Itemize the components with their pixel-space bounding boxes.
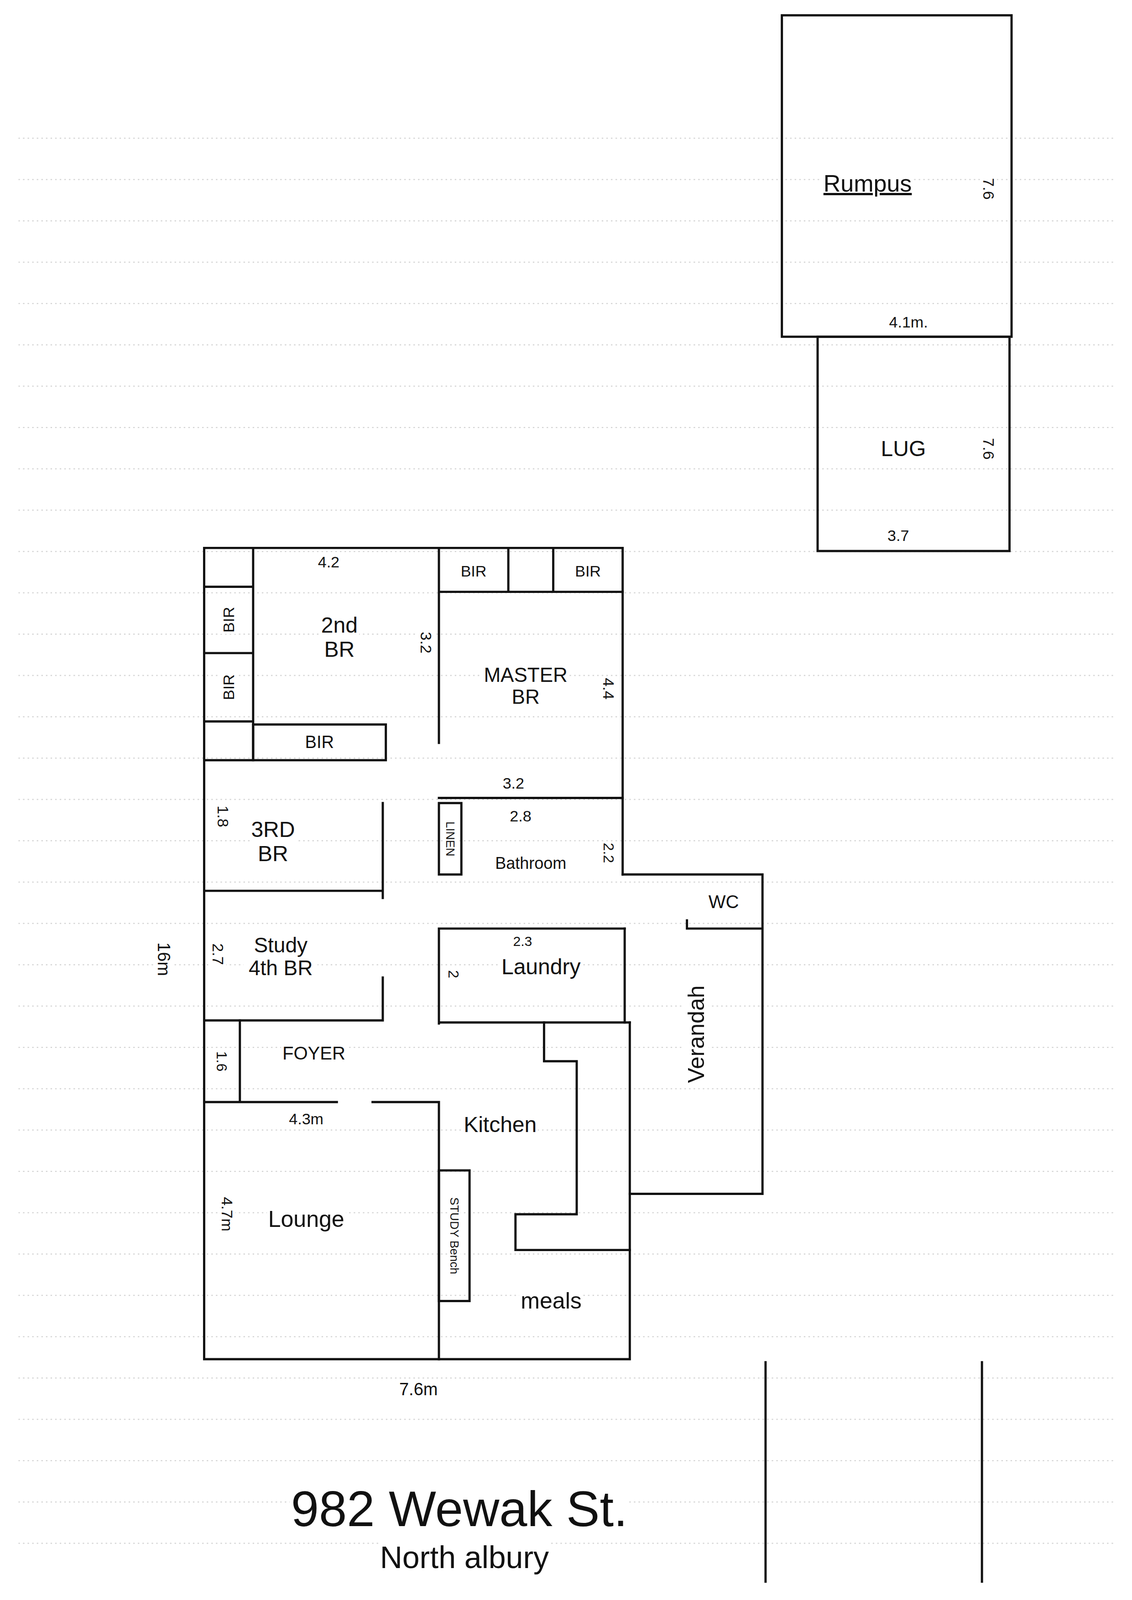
bench-label: STUDY Bench [438,1170,470,1302]
dimension: 2.7 [208,942,226,967]
dimension: 16m [153,941,173,978]
robe-label: BIR [553,551,623,592]
room-name: Laundry [500,955,582,980]
address: North albury [378,1540,551,1575]
room-label: Lounge [224,1163,388,1276]
linen-label: LINEN [438,803,462,876]
robe-label: BIR [203,653,253,722]
room-label: Study 4th BR [236,898,325,1016]
room-name: BIR [219,605,237,635]
robe-label: BIR [438,551,509,592]
room-name: 3RD BR [249,818,297,867]
laundry-wall [438,928,630,1024]
robe-label: BIR [253,724,387,761]
room-label: 2nd BR [270,592,409,684]
address: 982 Wewak St. [289,1481,630,1537]
bedroom-wall [203,803,383,1022]
dimension: 7.6 [979,176,997,201]
room-name: MASTER BR [482,664,569,709]
room-name: 2nd BR [319,613,360,663]
ruled-paper [18,102,1116,1573]
verandah-outline [622,874,763,1195]
room-label: Rumpus [791,122,945,245]
room-name: Verandah [683,984,709,1085]
room-label: meals [474,1255,628,1348]
dimension: 4.2 [316,553,341,571]
dimension: 3.7 [886,527,911,545]
verandah-label: Verandah WC [629,874,763,1195]
outer-wall [203,547,630,1360]
room-name: STUDY Bench [447,1196,461,1277]
room-label: LUG [847,408,960,491]
dimension: 4.7m [218,1195,235,1234]
dimension: 2 [445,969,462,981]
dimension: 4.4 [599,676,617,701]
room-name: BIR [303,733,336,753]
room-name: Rumpus [822,170,914,197]
dimension: 2.3 [511,933,534,949]
room-name: WC [707,892,741,913]
room-name: Kitchen [462,1113,538,1138]
room-name: Bathroom [493,854,568,873]
wc-label: WC [687,874,761,929]
room-name: LINEN [443,820,457,859]
robe-wall [203,547,253,761]
dimension: 2.8 [508,808,533,825]
dimension: 4.1m. [887,313,930,331]
room-name: Study 4th BR [243,933,318,981]
study-bench-wall [438,1170,470,1302]
room-name: meals [519,1288,583,1315]
dimension: 1.8 [213,804,231,829]
dimension: 3.2 [417,631,434,656]
room-name: LUG [879,437,928,462]
dimension: 7.6 [979,437,997,462]
boundary-line [765,1362,982,1583]
rumpus-wall [782,15,1012,338]
wc-wall [687,920,761,929]
room-name: BIR [459,563,489,580]
dimension: 3.2 [501,775,526,793]
dimension: 7.6m [397,1380,439,1400]
dimension: 1.6 [213,1049,230,1073]
room-label: Kitchen [448,1092,552,1159]
linen-wall [438,803,462,876]
room-label: 3RD BR [239,801,307,883]
room-label: MASTER BR [448,622,603,751]
room-name: BIR [573,563,603,580]
master-wall [438,547,623,799]
lug-wall [817,336,1010,552]
room-name: BIR [219,672,237,702]
dimension: 4.3m [287,1111,325,1128]
lounge-wall [203,1020,439,1360]
room-name: Lounge [266,1207,346,1233]
room-label: FOYER [250,1028,378,1078]
robe-wall [253,724,387,761]
room-label: Laundry [459,949,623,987]
robe-label: BIR [203,586,253,653]
room-name: FOYER [281,1043,347,1064]
dimension: 2.2 [600,841,617,865]
